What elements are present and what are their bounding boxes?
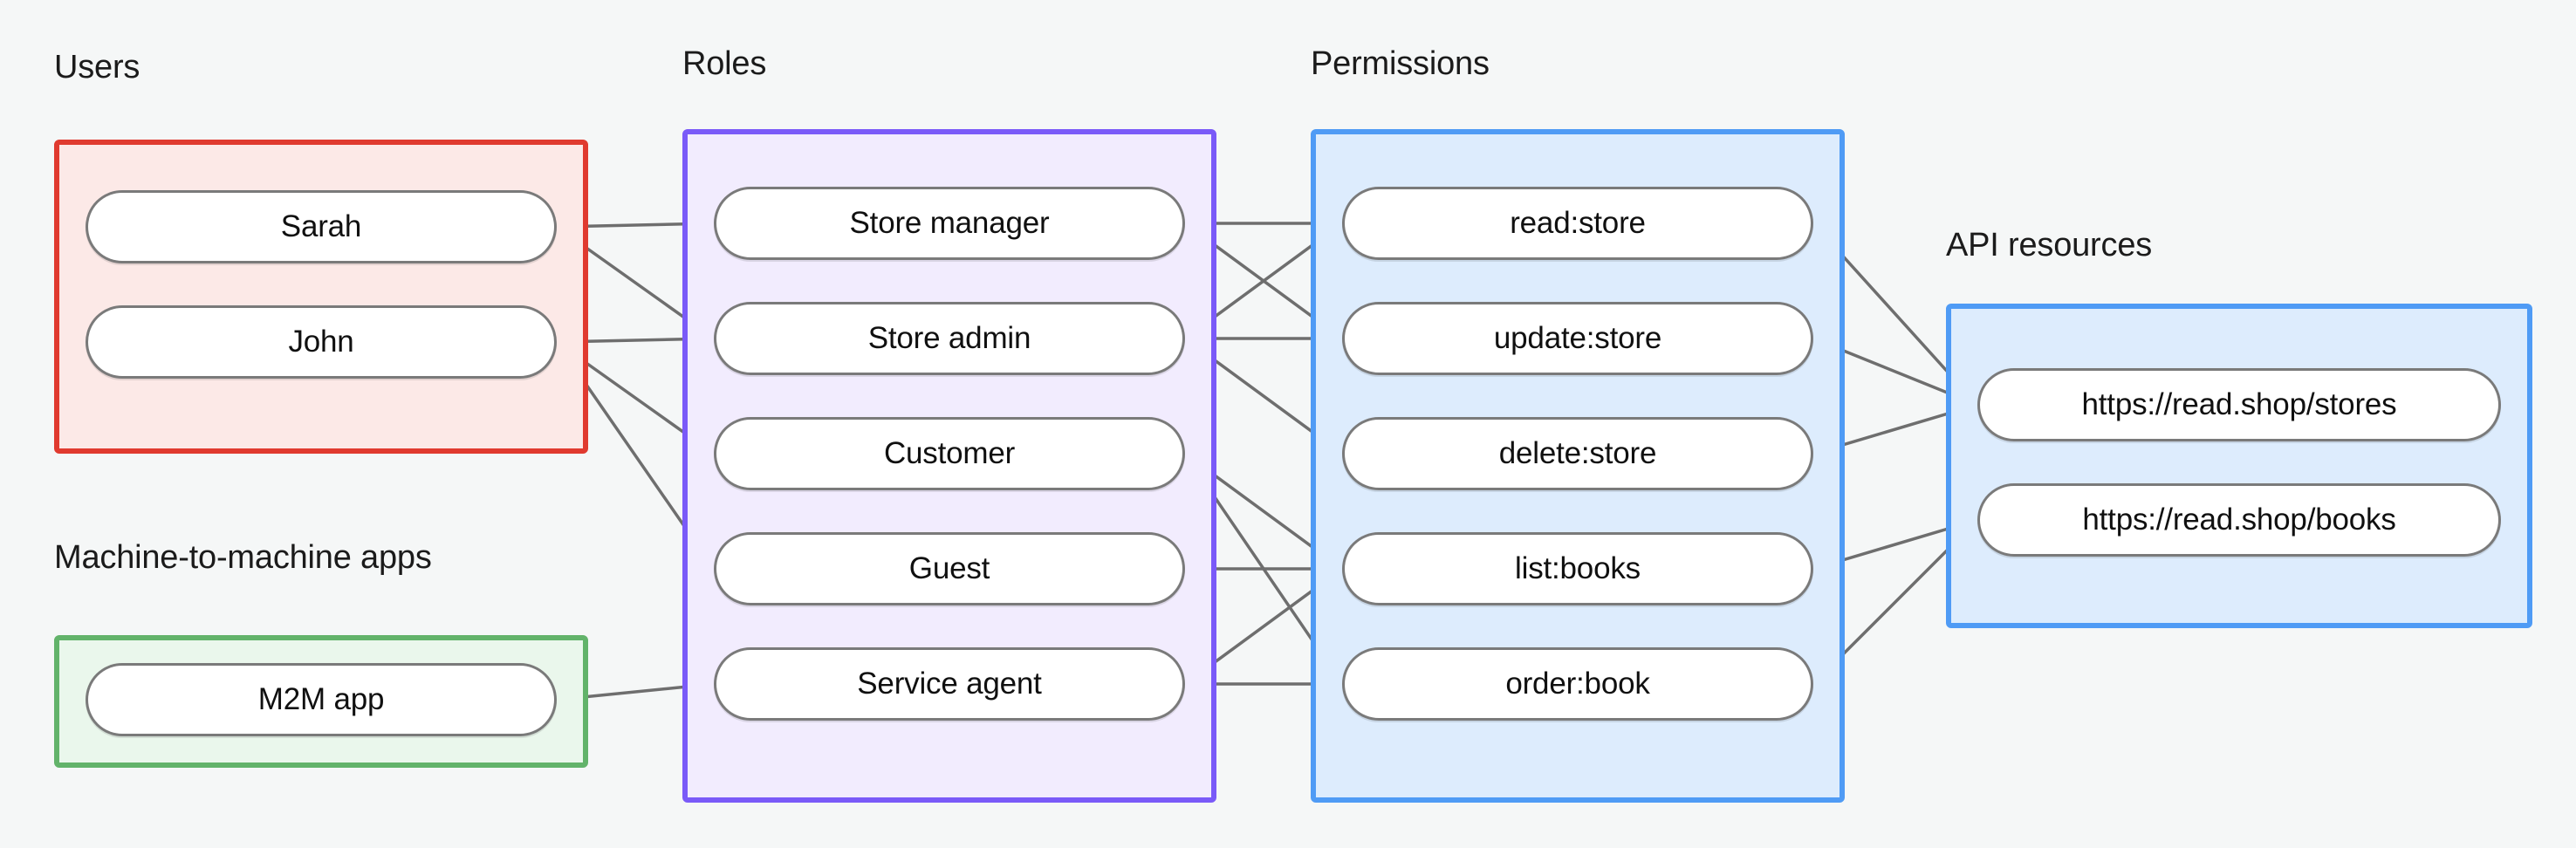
node-label-john: John: [288, 325, 354, 359]
node-label-read-store: read:store: [1510, 206, 1646, 240]
node-label-api-resource-stores: https://read.shop/stores: [2081, 387, 2397, 421]
node-label-api-resource-books: https://read.shop/books: [2082, 503, 2396, 537]
node-label-service-agent: Service agent: [857, 667, 1042, 701]
node-label-list-books: list:books: [1515, 551, 1641, 585]
node-update-store[interactable]: update:store: [1342, 302, 1813, 375]
group-title-users: Users: [54, 49, 140, 85]
node-service-agent[interactable]: Service agent: [714, 647, 1185, 721]
node-read-store[interactable]: read:store: [1342, 187, 1813, 260]
node-label-m2m-app: M2M app: [257, 682, 385, 716]
group-box-users: [54, 140, 588, 454]
node-order-book[interactable]: order:book: [1342, 647, 1813, 721]
node-guest[interactable]: Guest: [714, 532, 1185, 605]
group-title-roles: Roles: [682, 45, 767, 82]
node-store-admin[interactable]: Store admin: [714, 302, 1185, 375]
node-label-order-book: order:book: [1505, 667, 1650, 701]
node-label-update-store: update:store: [1493, 321, 1662, 355]
node-john[interactable]: John: [86, 305, 557, 379]
node-label-delete-store: delete:store: [1498, 436, 1657, 470]
group-title-api-resources: API resources: [1946, 227, 2153, 263]
node-label-store-manager: Store manager: [849, 206, 1050, 240]
node-m2m-app[interactable]: M2M app: [86, 663, 557, 736]
node-label-guest: Guest: [908, 551, 990, 585]
node-customer[interactable]: Customer: [714, 417, 1185, 490]
node-api-resource-stores[interactable]: https://read.shop/stores: [1977, 368, 2501, 441]
node-label-customer: Customer: [883, 436, 1016, 470]
node-api-resource-books[interactable]: https://read.shop/books: [1977, 483, 2501, 557]
node-delete-store[interactable]: delete:store: [1342, 417, 1813, 490]
node-label-store-admin: Store admin: [867, 321, 1031, 355]
group-title-permissions: Permissions: [1311, 45, 1490, 82]
group-title-m2m: Machine-to-machine apps: [54, 539, 432, 576]
group-box-api-resources: [1946, 304, 2532, 628]
node-label-sarah: Sarah: [280, 209, 362, 243]
node-sarah[interactable]: Sarah: [86, 190, 557, 263]
node-list-books[interactable]: list:books: [1342, 532, 1813, 605]
node-store-manager[interactable]: Store manager: [714, 187, 1185, 260]
